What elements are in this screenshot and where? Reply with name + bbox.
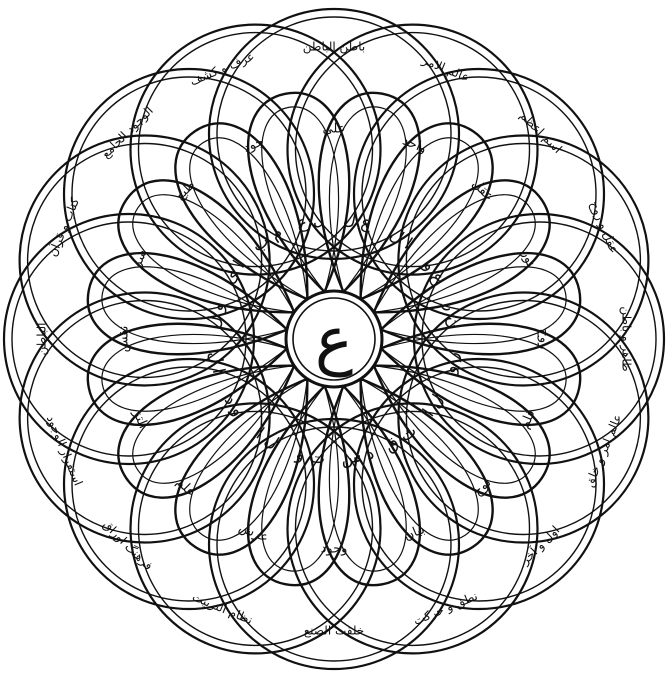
- outer-label: ﻓﺮﻫﻨﮓ ﺍﻭﺭﺍﻕ: [99, 517, 155, 573]
- middle-label: ﻭﺍﺣﺪ: [400, 133, 429, 156]
- inner-letters: ﺕ ﻕ: [381, 421, 421, 457]
- inner-letters: ﺭ ﻭ: [440, 350, 464, 376]
- center-hub: ع: [286, 291, 382, 387]
- inner-letters: ﻝ ﻉ: [295, 209, 326, 234]
- inner-letters: ﺕ ﻭ: [293, 444, 327, 470]
- middle-label: ﻧﻮﺭ: [518, 247, 539, 269]
- inner-letters: ﻭ ﻝ: [204, 301, 229, 330]
- inner-letters: ﻥ ﺭ: [439, 300, 464, 330]
- inner-letters: ﻉ ﻝ: [342, 209, 373, 234]
- outer-label: ﺍﻟﺒﺎﻃﻦ: [35, 323, 50, 356]
- outer-label: ﺍﺳﻢ ﺍﻋﻈﻢ: [517, 108, 565, 156]
- inner-letters: ﻉ ﻭ: [418, 256, 448, 288]
- outer-label: ﻇﺎﻫﺮ ﻭ ﺑﺎﻃﻦ: [619, 306, 634, 371]
- center-letter: ع: [315, 304, 353, 378]
- outer-label: ﺑﺎﻃﻦ ﺍﻟﺒﺎﻃﻦ: [303, 40, 365, 55]
- middle-label: ﻋﻠﻲ: [323, 122, 346, 137]
- outer-label: ﺍﻟﻮﺟﻮﺩ ﺍﻟﺠﺎﻣﻊ: [98, 103, 156, 161]
- middle-label: ﻭﺟﻮﺩ: [321, 542, 348, 557]
- outer-label: ﺧﻠﻘﺖ ﺍﻟﺼﻨﻊ: [304, 624, 364, 638]
- outer-label: ﺍﻭﻝ ﻭ ﺁﺧﺮ: [517, 522, 563, 568]
- middle-label: ﺭﻭﺡ: [537, 329, 552, 350]
- inner-letters: ﺍ ﻝ: [204, 349, 228, 375]
- middle-label: ﺑﻴﺎﻥ: [402, 522, 427, 544]
- inner-letters: ﻡ ﺏ: [248, 222, 286, 256]
- middle-label: ﻧﻔﺲ: [117, 326, 132, 353]
